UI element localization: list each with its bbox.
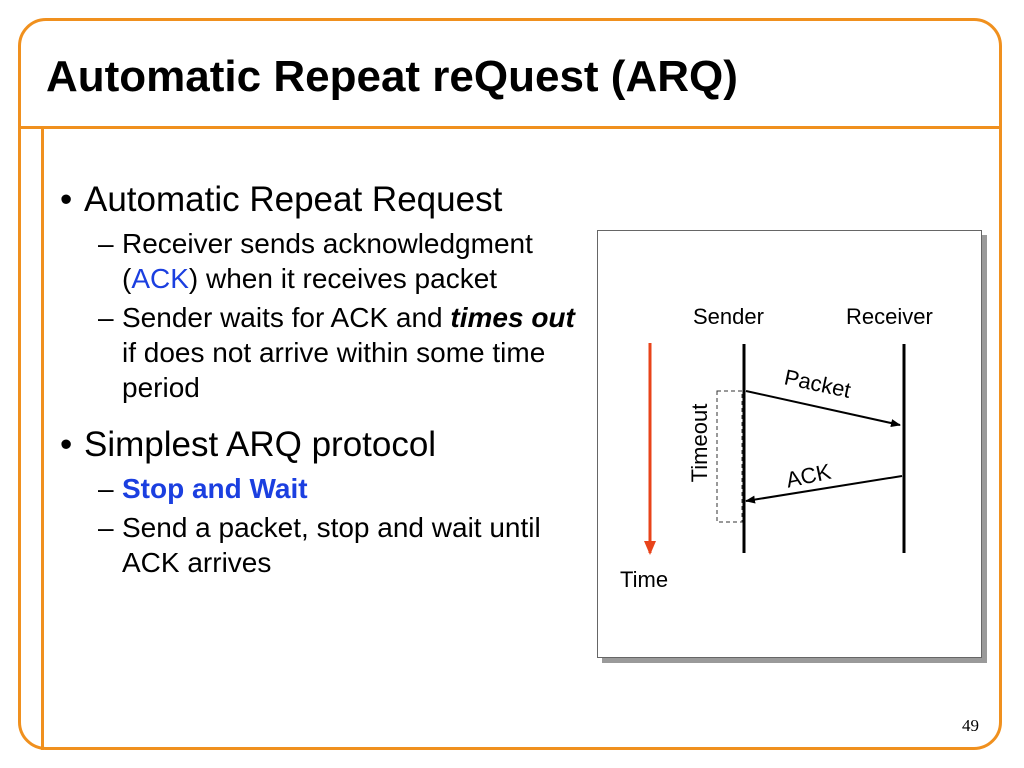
bullet-simplest: • Simplest ARQ protocol –Stop and Wait –… bbox=[60, 423, 580, 580]
sub-text: Receiver sends acknowledgment ( bbox=[122, 228, 533, 294]
arq-timing-diagram: Sender Receiver Time Timeout Packet ACK bbox=[620, 304, 933, 592]
bullet-simplest-text: Simplest ARQ protocol bbox=[84, 425, 437, 464]
bullet-list: • Automatic Repeat Request –Receiver sen… bbox=[60, 178, 580, 598]
dash-marker: – bbox=[98, 473, 114, 504]
side-divider bbox=[41, 126, 44, 750]
bullet-dot: • bbox=[60, 180, 73, 219]
sub-bullet-stop-wait: –Stop and Wait bbox=[84, 471, 580, 506]
time-label: Time bbox=[620, 567, 668, 592]
ack-highlight: ACK bbox=[131, 263, 189, 294]
bullet-arq: • Automatic Repeat Request –Receiver sen… bbox=[60, 178, 580, 405]
sub-bullet-send: –Send a packet, stop and wait until ACK … bbox=[84, 510, 580, 580]
arq-diagram-panel: Sender Receiver Time Timeout Packet ACK bbox=[597, 230, 982, 658]
sender-label: Sender bbox=[693, 304, 764, 329]
page-number: 49 bbox=[962, 716, 979, 735]
sub-list-simplest: –Stop and Wait –Send a packet, stop and … bbox=[84, 471, 580, 580]
slide-frame bbox=[18, 18, 1002, 750]
times-out-emphasis: times out bbox=[450, 302, 575, 333]
dash-marker: – bbox=[98, 228, 114, 259]
ack-arrow bbox=[745, 475, 903, 504]
stop-and-wait-highlight: Stop and Wait bbox=[122, 473, 308, 504]
packet-label: Packet bbox=[782, 364, 853, 402]
timeout-label: Timeout bbox=[687, 404, 712, 483]
slide-title: Automatic Repeat reQuest (ARQ) bbox=[46, 52, 738, 101]
bullet-arq-text: Automatic Repeat Request bbox=[84, 180, 503, 219]
dash-marker: – bbox=[98, 302, 114, 333]
sub-text: Send a packet, stop and wait until ACK a… bbox=[122, 512, 541, 578]
sub-bullet-sender: –Sender waits for ACK and times out if d… bbox=[84, 300, 580, 405]
receiver-label: Receiver bbox=[846, 304, 933, 329]
sub-bullet-receiver: –Receiver sends acknowledgment (ACK) whe… bbox=[84, 226, 580, 296]
sub-list-arq: –Receiver sends acknowledgment (ACK) whe… bbox=[84, 226, 580, 405]
timeout-interval-box bbox=[716, 390, 743, 523]
sub-text: if does not arrive within some time peri… bbox=[122, 337, 546, 403]
bullet-dot: • bbox=[60, 425, 73, 464]
sub-text: Sender waits for ACK and bbox=[122, 302, 451, 333]
title-divider bbox=[18, 126, 1002, 129]
dash-marker: – bbox=[98, 512, 114, 543]
sub-text: ) when it receives packet bbox=[188, 263, 498, 294]
packet-arrow bbox=[745, 390, 901, 427]
